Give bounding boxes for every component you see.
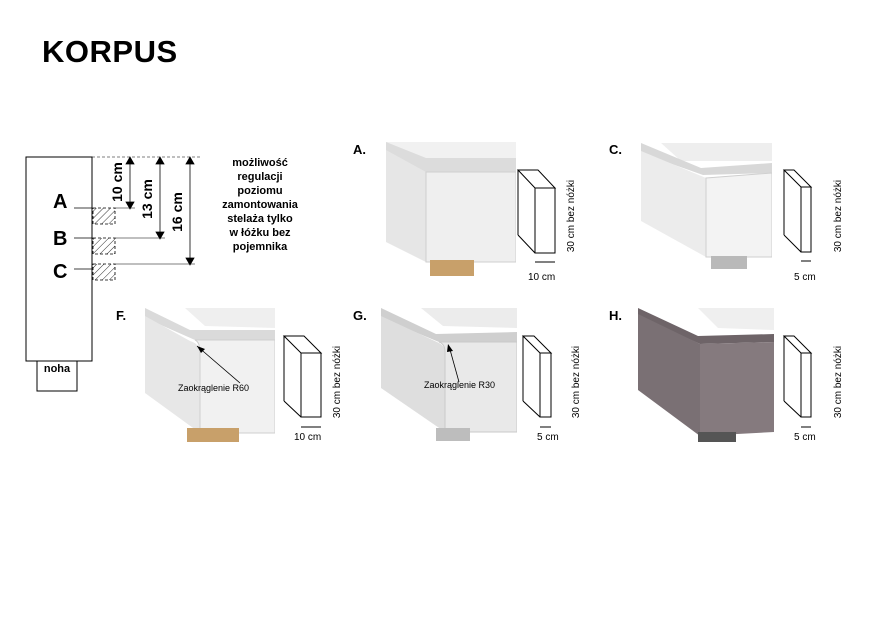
measure-13cm: 13 cm <box>139 179 155 219</box>
variant-c-letter: C. <box>609 142 622 157</box>
measure-16cm: 16 cm <box>169 192 185 232</box>
leg-box <box>36 360 78 392</box>
bed-side-post <box>25 156 93 362</box>
variant-g-height: 30 cm bez nóżki <box>571 345 582 419</box>
variant-c-photo <box>641 143 772 271</box>
adjustment-note: możliwość regulacji poziomu zamontowania… <box>222 157 298 253</box>
variant-a-height: 30 cm bez nóżki <box>566 179 577 253</box>
variant-h-width: 5 cm <box>794 432 816 443</box>
variant-a-profile <box>516 169 557 263</box>
variant-h-profile <box>782 335 813 428</box>
variant-g-profile <box>521 335 553 428</box>
variant-f-height: 30 cm bez nóżki <box>332 345 343 419</box>
variant-h-height: 30 cm bez nóżki <box>833 345 844 419</box>
variant-h-photo <box>638 308 774 444</box>
variant-c-height: 30 cm bez nóżki <box>833 179 844 253</box>
variant-a-letter: A. <box>353 142 366 157</box>
level-a-label: A <box>53 191 68 213</box>
variant-c-width: 5 cm <box>794 272 816 283</box>
leg-label: noha <box>43 363 71 375</box>
rail-b <box>92 237 116 255</box>
rail-a <box>92 207 116 225</box>
rail-c <box>92 263 116 281</box>
variant-c-profile <box>782 169 813 262</box>
variant-f-photo <box>145 308 275 443</box>
variant-f-profile <box>282 335 323 428</box>
page-title: KORPUS <box>42 34 178 69</box>
variant-h-letter: H. <box>609 308 622 323</box>
variant-g-photo <box>381 308 517 442</box>
variant-f-letter: F. <box>116 308 127 323</box>
variant-a-photo <box>386 142 516 278</box>
variant-a-width: 10 cm <box>528 272 556 283</box>
variant-g-letter: G. <box>353 308 367 323</box>
variant-g-callout: Zaokrąglenie R30 <box>424 380 496 390</box>
level-c-label: C <box>53 261 68 283</box>
level-b-label: B <box>53 228 68 250</box>
variant-f-width: 10 cm <box>294 432 322 443</box>
variant-g-width: 5 cm <box>537 432 559 443</box>
variant-f-callout: Zaokrąglenie R60 <box>178 383 250 393</box>
measure-10cm: 10 cm <box>109 162 125 202</box>
